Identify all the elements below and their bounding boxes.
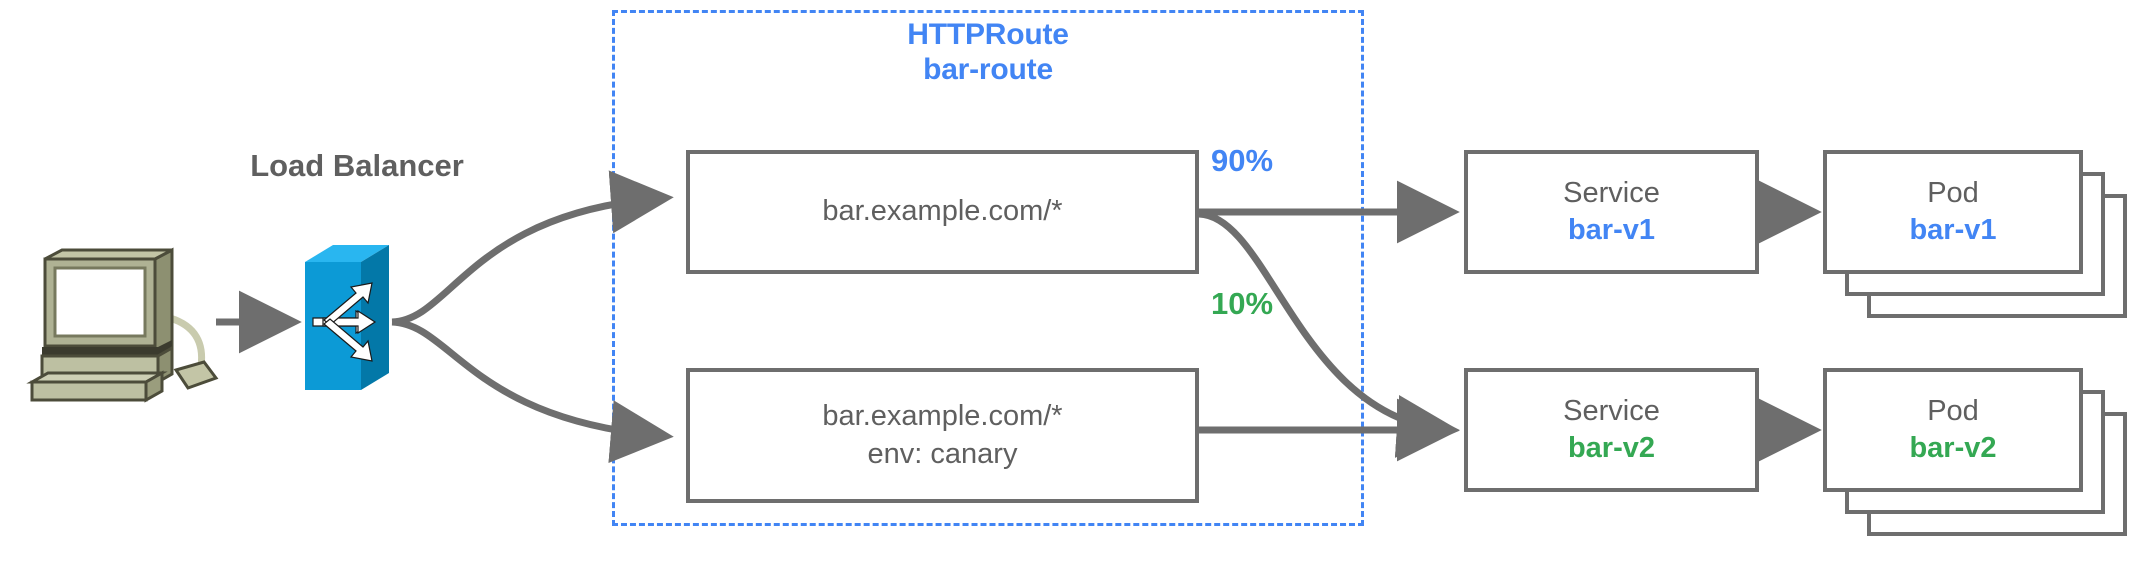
- route-match-box-primary[interactable]: bar.example.com/*: [686, 150, 1199, 274]
- load-balancer-label: Load Balancer: [250, 148, 464, 183]
- service-v2-kind-label: Service: [1563, 394, 1660, 427]
- httproute-name-label: bar-route: [923, 52, 1053, 86]
- network-switch-icon: [305, 245, 389, 390]
- route-canary-match-text: bar.example.com/*: [822, 400, 1063, 433]
- route-canary-header-text: env: canary: [867, 437, 1018, 470]
- pod-card-front-bar-v1[interactable]: Pod bar-v1: [1823, 150, 2083, 274]
- desktop-computer-icon: [26, 247, 219, 403]
- httproute-group-label: HTTPRoute bar-route: [612, 18, 1364, 87]
- service-v1-name-label: bar-v1: [1567, 214, 1656, 246]
- service-box-bar-v1[interactable]: Service bar-v1: [1464, 150, 1759, 274]
- pod-v1-kind-label: Pod: [1927, 176, 1979, 209]
- route-primary-match-text: bar.example.com/*: [822, 195, 1063, 228]
- weight-label-primary: 90%: [1211, 143, 1274, 178]
- service-v2-name-label: bar-v2: [1567, 432, 1656, 464]
- pod-stack-bar-v1[interactable]: Pod bar-v1: [1823, 150, 2127, 318]
- pod-card-front-bar-v2[interactable]: Pod bar-v2: [1823, 368, 2083, 492]
- service-box-bar-v2[interactable]: Service bar-v2: [1464, 368, 1759, 492]
- route-match-box-canary[interactable]: bar.example.com/* env: canary: [686, 368, 1199, 503]
- pod-stack-bar-v2[interactable]: Pod bar-v2: [1823, 368, 2127, 536]
- pod-v2-name-label: bar-v2: [1909, 432, 1997, 464]
- httproute-kind-label: HTTPRoute: [907, 18, 1069, 51]
- pod-v1-name-label: bar-v1: [1909, 214, 1997, 246]
- weight-label-canary: 10%: [1211, 286, 1274, 321]
- pod-v2-kind-label: Pod: [1927, 394, 1979, 427]
- service-v1-kind-label: Service: [1563, 176, 1660, 209]
